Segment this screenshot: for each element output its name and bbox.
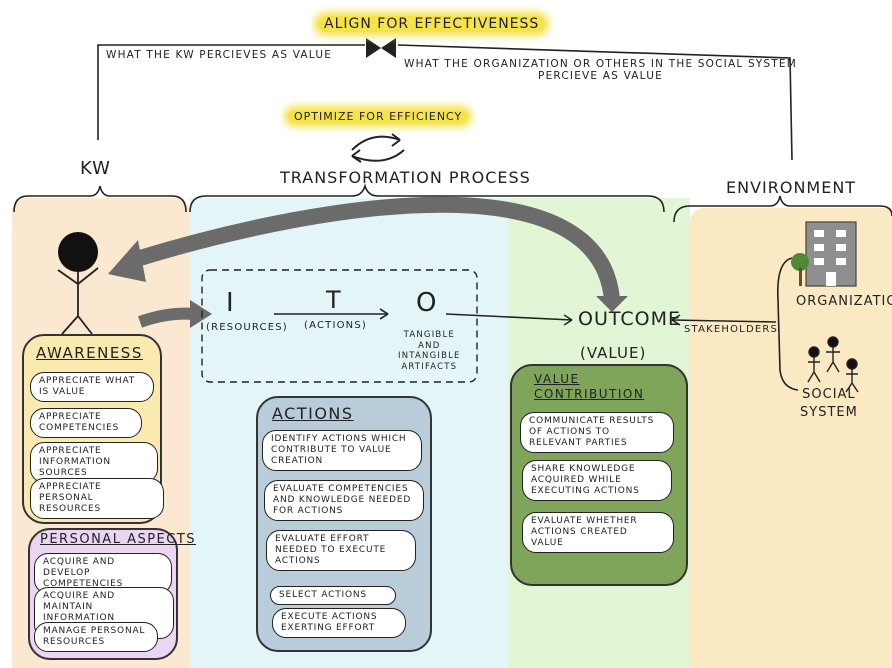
transform-label: (ACTIONS) bbox=[304, 320, 368, 331]
environment-zone bbox=[690, 208, 892, 668]
alignment-bracket-line bbox=[97, 44, 365, 140]
bowtie-icon bbox=[366, 38, 396, 58]
stakeholders-arrow bbox=[671, 319, 777, 323]
optimize-label-text: OPTIMIZE FOR EFFICIENCY bbox=[288, 110, 469, 123]
outcome-label: OUTCOME bbox=[578, 308, 681, 330]
align-label-text: ALIGN FOR EFFECTIVENESS bbox=[318, 16, 546, 32]
kw-person-icon bbox=[58, 232, 98, 272]
transform-letter: T bbox=[326, 286, 342, 314]
kw-column-title: KW bbox=[80, 158, 111, 179]
actions-title: ACTIONS bbox=[272, 404, 354, 423]
output-label: TANGIBLE AND INTANGIBLE ARTIFACTS bbox=[398, 330, 461, 372]
social-system-label: SOCIAL SYSTEM bbox=[800, 387, 858, 420]
kw-to-input-arrow bbox=[137, 307, 195, 328]
actions-item: EXECUTE ACTIONS EXERTING EFFORT bbox=[272, 608, 406, 638]
personal-aspects-title: PERSONAL ASPECTS bbox=[40, 532, 197, 547]
process-dashed-box bbox=[201, 269, 478, 383]
alignment-bracket-line-right bbox=[397, 44, 793, 161]
transformation-brace bbox=[189, 183, 665, 213]
actions-item: EVALUATE COMPETENCIES AND KNOWLEDGE NEED… bbox=[264, 480, 424, 521]
awareness-item: APPRECIATE WHAT IS VALUE bbox=[30, 372, 154, 402]
kw-brace bbox=[13, 185, 187, 213]
actions-item: IDENTIFY ACTIONS WHICH CONTRIBUTE TO VAL… bbox=[262, 430, 422, 471]
environment-brace bbox=[673, 195, 892, 223]
transformation-column-title: TRANSFORMATION PROCESS bbox=[280, 168, 531, 187]
awareness-item: APPRECIATE INFORMATION SOURCES bbox=[30, 442, 158, 483]
personal-aspects-item: MANAGE PERSONAL RESOURCES bbox=[34, 622, 158, 652]
input-letter: I bbox=[226, 288, 235, 318]
kw-value-label: WHAT THE KW PERCIEVES AS VALUE bbox=[106, 49, 333, 61]
output-letter: O bbox=[416, 288, 438, 318]
actions-item: SELECT ACTIONS bbox=[270, 586, 396, 605]
outcome-value-label: (VALUE) bbox=[580, 344, 647, 362]
optimize-label: OPTIMIZE FOR EFFICIENCY bbox=[288, 110, 469, 123]
actions-item: EVALUATE EFFORT NEEDED TO EXECUTE ACTION… bbox=[266, 530, 416, 571]
people-icon bbox=[807, 336, 859, 393]
awareness-item: APPRECIATE PERSONAL RESOURCES bbox=[30, 478, 164, 519]
awareness-item: APPRECIATE COMPETENCIES bbox=[30, 408, 142, 438]
awareness-title: AWARENESS bbox=[36, 344, 143, 362]
o-to-outcome-arrow bbox=[445, 313, 573, 321]
value-contribution-item: SHARE KNOWLEDGE ACQUIRED WHILE EXECUTING… bbox=[522, 460, 672, 501]
value-contribution-item: COMMUNICATE RESULTS OF ACTIONS TO RELEVA… bbox=[520, 412, 674, 453]
environment-column-title: ENVIRONMENT bbox=[726, 178, 857, 197]
cycle-arrows-icon bbox=[351, 135, 401, 151]
feedback-arrow bbox=[137, 196, 620, 301]
stakeholders-label: STAKEHOLDERS bbox=[684, 324, 779, 335]
align-label: ALIGN FOR EFFECTIVENESS bbox=[318, 16, 546, 32]
value-contribution-item: EVALUATE WHETHER ACTIONS CREATED VALUE bbox=[522, 512, 674, 553]
org-value-label: WHAT THE ORGANIZATION OR OTHERS IN THE S… bbox=[404, 58, 797, 82]
value-contribution-title: VALUE CONTRIBUTION bbox=[534, 372, 645, 401]
environment-bracket bbox=[776, 257, 799, 391]
building-icon bbox=[791, 221, 857, 287]
organization-label: ORGANIZATION bbox=[796, 294, 892, 309]
input-label: (RESOURCES) bbox=[206, 322, 288, 333]
